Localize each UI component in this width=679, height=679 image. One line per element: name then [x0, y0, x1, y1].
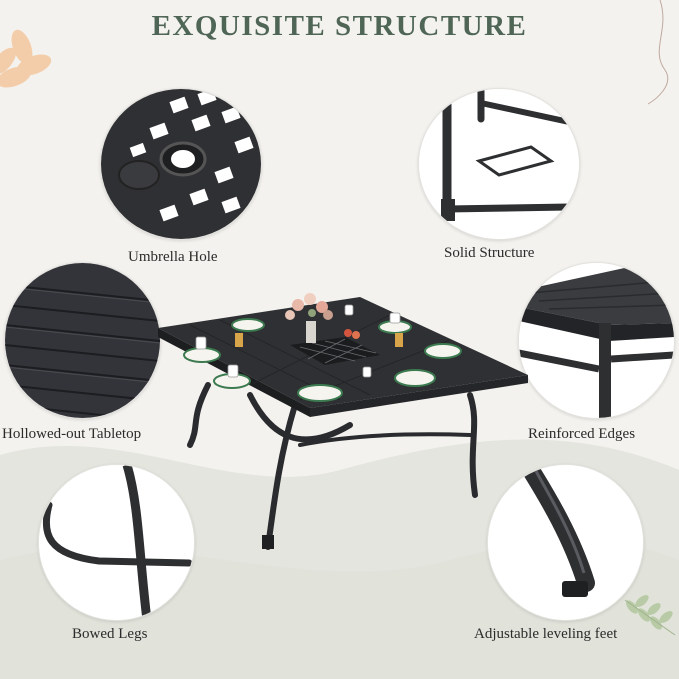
caption-umbrella-hole: Umbrella Hole	[128, 249, 218, 265]
umbrella-hole-detail	[100, 88, 262, 240]
slatted-tabletop-detail	[4, 262, 161, 419]
leaf-decoration-icon	[624, 595, 676, 636]
bowed-leg-icon	[39, 465, 194, 620]
caption-solid-structure: Solid Structure	[444, 245, 535, 261]
bowed-leg-detail	[38, 464, 195, 621]
leveling-foot-detail	[487, 464, 644, 621]
solid-structure-detail	[418, 88, 580, 240]
reinforced-edge-icon	[519, 263, 674, 418]
branch-decoration-icon	[647, 0, 669, 105]
solid-structure-icon	[419, 89, 579, 239]
patio-table-illustration	[158, 293, 528, 550]
caption-reinforced-edges: Reinforced Edges	[528, 426, 636, 442]
flower-decoration-icon	[0, 29, 52, 88]
umbrella-hole-icon	[101, 89, 261, 239]
page-title: EXQUISITE STRUCTURE	[151, 10, 528, 42]
reinforced-edge-detail	[518, 262, 675, 419]
caption-leveling-feet: Adjustable leveling feet	[474, 626, 618, 642]
caption-hollowed-tabletop: Hollowed-out Tabletop	[2, 426, 142, 442]
leveling-foot-icon	[488, 465, 643, 620]
caption-bowed-legs: Bowed Legs	[72, 626, 148, 642]
slatted-tabletop-icon	[5, 263, 160, 418]
